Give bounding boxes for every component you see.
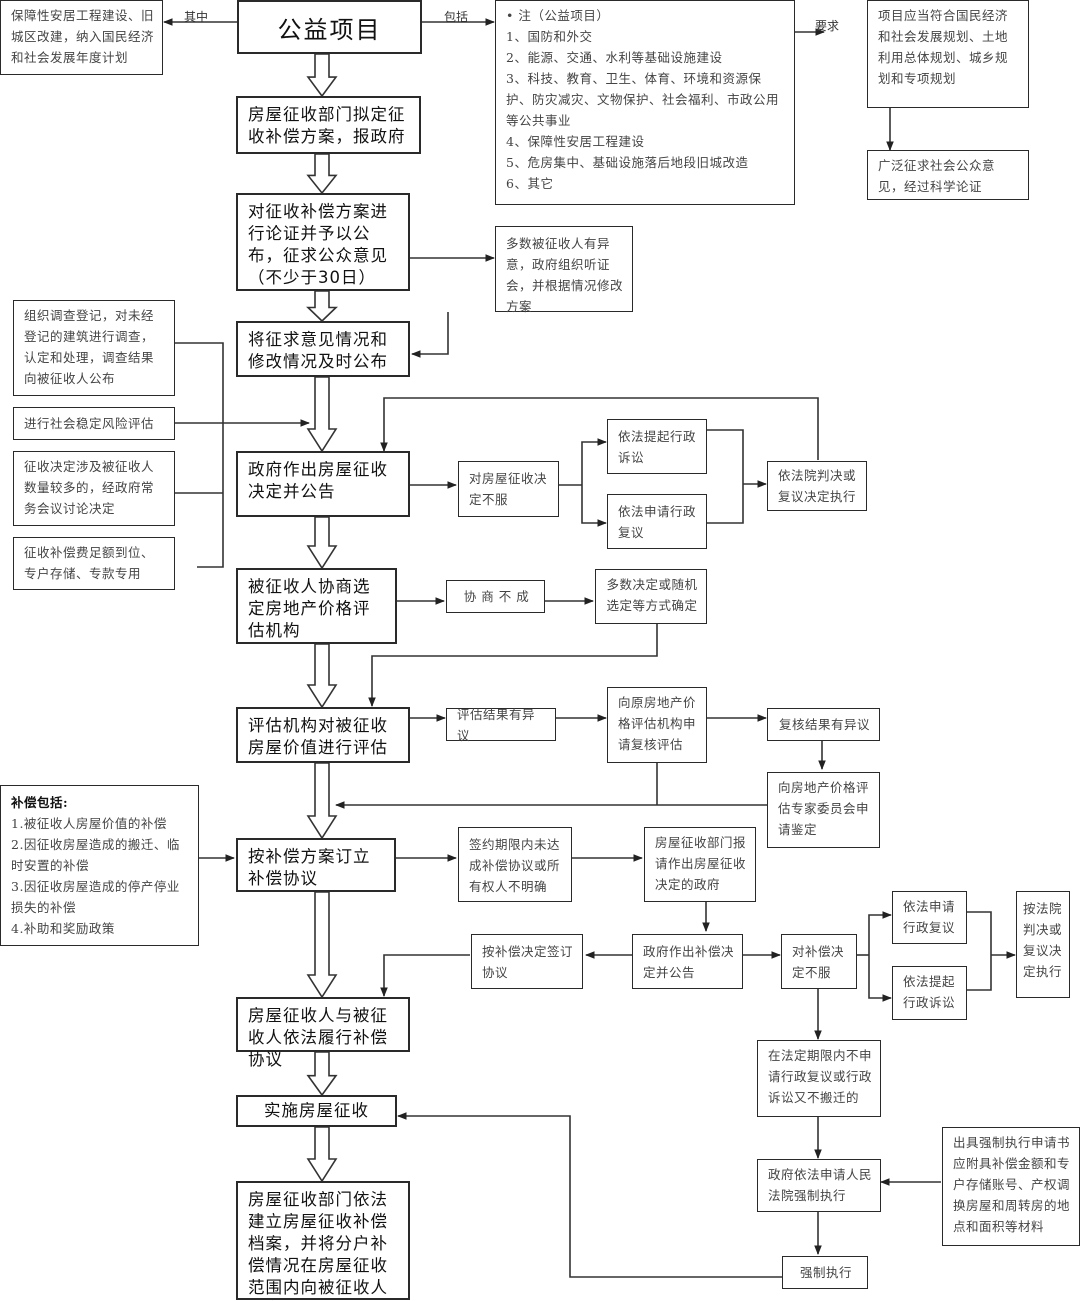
comp-item: 3.因征收房屋造成的停产停业损失的补偿 — [11, 879, 180, 915]
box-left-note: 保障性安居工程建设、旧城区改建，纳入国民经济和社会发展年度计划 — [0, 0, 163, 75]
box-sign-by-decision: 按补偿决定签订协议 — [471, 934, 583, 989]
box-negotiation-failed: 协 商 不 成 — [446, 580, 545, 613]
comp-item: 2.因征收房屋造成的搬迁、临时安置的补偿 — [11, 837, 180, 873]
box-project-list: • 注（公益项目） 1、国防和外交 2、能源、交通、水利等基础设施建设 3、科技… — [495, 0, 795, 205]
block-arrow-down — [306, 891, 338, 999]
box-comp-decision: 政府作出补偿决定并公告 — [632, 934, 743, 989]
box-expert: 向房地产价格评估专家委员会申请鉴定 — [767, 772, 880, 848]
comp-item: 1.被征收人房屋价值的补偿 — [11, 816, 167, 831]
box-execute-2: 按法院判决或复议决定执行 — [1016, 891, 1070, 998]
block-arrow-down — [306, 376, 338, 453]
step-6: 评估机构对被征收房屋价值进行评估 — [236, 707, 410, 763]
box-force: 强制执行 — [782, 1256, 868, 1289]
box-eval-dispute: 评估结果有异议 — [446, 707, 556, 743]
step-7: 按补偿方案订立补偿协议 — [236, 838, 396, 892]
block-arrow-down — [306, 643, 338, 709]
box-court-apply: 政府依法申请人民法院强制执行 — [757, 1159, 881, 1212]
box-majority: 多数决定或随机选定等方式确定 — [595, 569, 707, 624]
list-item: 1、国防和外交 — [506, 29, 593, 44]
list-item: 3、科技、教育、卫生、体育、环境和资源保护、防灾减灾、文物保护、社会福利、市政公… — [506, 71, 780, 128]
step-1: 房屋征收部门拟定征收补偿方案，报政府 — [236, 96, 421, 154]
box-funds: 征收补偿费足额到位、专户存储、专款专用 — [13, 537, 175, 590]
list-header: • 注（公益项目） — [506, 8, 610, 23]
connector-left-bracket — [175, 342, 224, 568]
box-execute-1: 依法院判决或复议决定执行 — [767, 461, 867, 511]
label-qizhong: 其中 — [184, 10, 209, 24]
box-risk: 进行社会稳定风险评估 — [13, 407, 175, 440]
box-lawsuit-1: 依法提起行政诉讼 — [607, 419, 707, 474]
step-2: 对征收补偿方案进行论证并予以公布，征求公众意见（不少于30日） — [236, 193, 410, 291]
block-arrow-down — [306, 1126, 338, 1183]
box-review-1: 依法申请行政复议 — [607, 494, 707, 549]
block-arrow-down — [306, 1051, 338, 1097]
step-3: 将征求意见情况和修改情况及时公布 — [236, 321, 410, 377]
list-item: 2、能源、交通、水利等基础设施建设 — [506, 50, 723, 65]
box-re-eval: 向原房地产价格评估机构申请复核评估 — [607, 687, 707, 763]
arrow-to-review2 — [868, 911, 892, 955]
arrow-force-to-s9 — [397, 1112, 782, 1278]
arrow-to-lawsuit1 — [581, 438, 607, 485]
box-compensation: 补偿包括: 1.被征收人房屋价值的补偿 2.因征收房屋造成的搬迁、临时安置的补偿… — [0, 785, 199, 946]
box-materials: 出具强制执行申请书应附具补偿金额和专户存储账号、产权调换房屋和周转房的地点和面积… — [942, 1127, 1080, 1246]
box-review-2: 依法申请行政复议 — [892, 891, 967, 944]
step-10: 房屋征收部门依法建立房屋征收补偿档案，并将分户补偿情况在房屋征收范围内向被征收人… — [236, 1181, 410, 1301]
list-item: 4、保障性安居工程建设 — [506, 134, 645, 149]
box-no-appeal: 在法定期限内不申请行政复议或行政诉讼又不搬迁的 — [757, 1040, 881, 1117]
list-item: 6、其它 — [506, 176, 554, 191]
block-arrow-down — [306, 762, 338, 840]
label-yaoqiu: 要求 — [815, 19, 840, 33]
box-no-agreement: 签约期限内未达成补偿协议或所有权人不明确 — [458, 827, 572, 902]
step-5: 被征收人协商选定房地产价格评估机构 — [236, 568, 397, 644]
box-title: 公益项目 — [237, 0, 422, 54]
arrow-execute1-to-s4 — [380, 397, 819, 460]
comp-header: 补偿包括: — [11, 795, 69, 810]
box-requirement: 项目应当符合国民经济和社会发展规划、土地利用总体规划、城乡规划和专项规划 — [867, 0, 1029, 108]
comp-item: 4.补助和奖励政策 — [11, 921, 115, 936]
step-4: 政府作出房屋征收决定并公告 — [236, 451, 410, 517]
box-comp-dispute: 对补偿决定不服 — [781, 934, 857, 989]
arrow-to-review1 — [581, 485, 607, 527]
list-item: 5、危房集中、基础设施落后地段旧城改造 — [506, 155, 749, 170]
box-re-eval-dispute: 复核结果有异议 — [767, 708, 880, 741]
block-arrow-down — [306, 290, 338, 323]
box-hearing: 多数被征收人有异意，政府组织听证会，并根据情况修改方案 — [495, 226, 633, 314]
box-report: 房屋征收部门报请作出房屋征收决定的政府 — [644, 827, 756, 902]
step-8: 房屋征收人与被征收人依法履行补偿协议 — [236, 997, 410, 1069]
arrow-sign-to-s8 — [380, 954, 470, 997]
label-baokuo: 包括 — [444, 10, 469, 24]
box-lawsuit-2: 依法提起行政诉讼 — [892, 966, 967, 1020]
block-arrow-down — [306, 153, 338, 195]
box-decision-dispute: 对房屋征收决定不服 — [458, 461, 559, 517]
box-survey: 组织调查登记，对未经登记的建筑进行调查，认定和处理，调查结果向被征收人公布 — [13, 300, 175, 396]
step-9: 实施房屋征收 — [236, 1095, 397, 1127]
block-arrow-down — [306, 516, 338, 570]
arrow-hearing-to-s3 — [411, 312, 449, 358]
box-meeting: 征收决定涉及被征收人数量较多的，经政府常务会议讨论决定 — [13, 451, 175, 526]
box-public-opinion: 广泛征求社会公众意见，经过科学论证 — [867, 150, 1029, 200]
arrow-to-lawsuit2 — [868, 955, 892, 1002]
block-arrow-down — [306, 53, 338, 98]
